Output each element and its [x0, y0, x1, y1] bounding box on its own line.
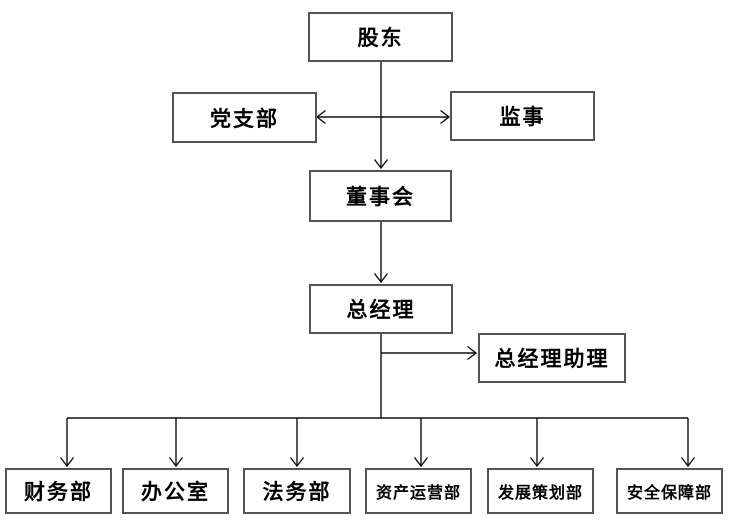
arrowhead-down-icon [373, 273, 389, 284]
edge-drop-security [680, 418, 696, 468]
edge-party-branch-supervisor [315, 109, 451, 125]
arrowhead-down-icon [59, 457, 75, 468]
arrowhead-down-icon [168, 457, 184, 468]
edge-general-manager-gm-assistant [381, 345, 478, 361]
node-legal-dept: 法务部 [243, 468, 351, 514]
node-asset-operations-dept: 资产运营部 [365, 468, 472, 514]
node-development-planning-dept: 发展策划部 [487, 468, 594, 514]
arrowhead-down-icon [529, 457, 545, 468]
node-party-branch: 党支部 [172, 92, 317, 143]
node-security-dept: 安全保障部 [616, 468, 723, 514]
edge-drop-dev-planning [529, 418, 545, 468]
arrowhead-down-icon [289, 457, 305, 468]
node-shareholders: 股东 [308, 12, 453, 62]
edge-drop-office [168, 418, 184, 468]
arrowhead-right-icon [440, 109, 451, 125]
arrowhead-left-icon [315, 109, 326, 125]
edge-shareholders-board [373, 62, 389, 170]
node-supervisor: 监事 [450, 91, 595, 141]
node-board-of-directors: 董事会 [309, 170, 452, 222]
edge-drop-asset-ops [413, 418, 429, 468]
node-office-dept: 办公室 [122, 468, 229, 514]
arrowhead-right-icon [467, 345, 478, 361]
arrowhead-down-icon [373, 159, 389, 170]
edge-board-general-manager [373, 222, 389, 284]
arrowhead-down-icon [680, 457, 696, 468]
arrowhead-down-icon [413, 457, 429, 468]
node-gm-assistant: 总经理助理 [478, 333, 626, 383]
edge-drop-finance [59, 418, 75, 468]
node-finance-dept: 财务部 [5, 468, 112, 514]
node-general-manager: 总经理 [309, 284, 453, 334]
edge-drop-legal [289, 418, 305, 468]
